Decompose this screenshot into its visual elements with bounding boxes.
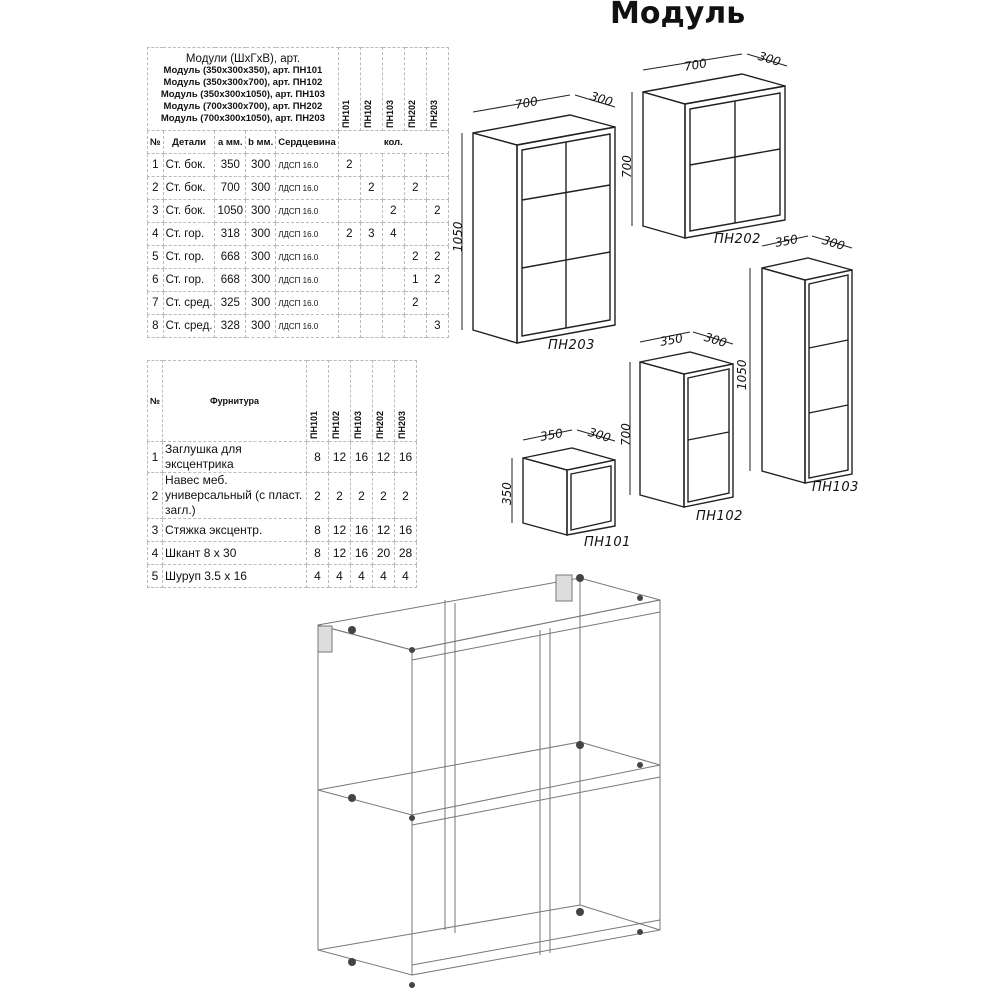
hardware-name: Навес меб. универсальный (с пласт. загл.… xyxy=(162,472,307,519)
qty-cell: 16 xyxy=(350,541,373,565)
row-no: 2 xyxy=(146,472,164,519)
pn203-label: ПН203 xyxy=(548,338,595,353)
pn203-height: 1050 xyxy=(451,221,465,252)
parts-table: Модули (ШхГхВ), арт. Модуль (350x300x350… xyxy=(147,47,449,338)
qty-cell: 16 xyxy=(350,441,373,473)
pn202-height: 700 xyxy=(620,155,634,178)
hardware-name: Шкант 8 х 30 xyxy=(162,541,307,565)
qty-cell: 20 xyxy=(372,541,395,565)
core: ЛДСП 16.0 xyxy=(275,291,339,315)
qty-cell: 4 xyxy=(306,564,329,588)
core: ЛДСП 16.0 xyxy=(275,199,339,223)
dim-a: 1050 xyxy=(214,199,247,223)
pn102-height: 700 xyxy=(619,423,633,446)
dim-b: 300 xyxy=(245,176,277,200)
part-name: Ст. сред. xyxy=(162,291,216,315)
qty-cell: 2 xyxy=(394,472,417,519)
dim-a: 350 xyxy=(214,153,247,177)
dim-b: 300 xyxy=(245,153,277,177)
row-no: 5 xyxy=(146,564,164,588)
pn202-label: ПН202 xyxy=(714,232,761,247)
part-name: Ст. бок. xyxy=(162,199,216,223)
header-line: Модуль (700x300x700), арт. ПН202 xyxy=(163,101,323,112)
header-line: Модуль (700x300x1050), арт. ПН203 xyxy=(160,113,325,124)
pn202-drawing xyxy=(631,53,788,239)
pn103-label: ПН103 xyxy=(812,480,859,495)
dim-a: 318 xyxy=(214,222,247,246)
fasteners xyxy=(348,574,643,988)
col-core: Сердцевина xyxy=(275,130,339,154)
col-qty: кол. xyxy=(337,130,449,154)
qty-cell: 3 xyxy=(425,314,449,338)
hardware-name: Стяжка эксцентр. xyxy=(162,518,307,542)
dim-b: 300 xyxy=(245,245,277,269)
pn203-drawing xyxy=(461,94,616,344)
hardware-name: Шуруп 3.5 х 16 xyxy=(162,564,307,588)
pn102-label: ПН102 xyxy=(696,509,743,524)
part-name: Ст. гор. xyxy=(162,268,216,292)
dim-a: 668 xyxy=(214,245,247,269)
core: ЛДСП 16.0 xyxy=(275,245,339,269)
core: ЛДСП 16.0 xyxy=(275,268,339,292)
part-name: Ст. бок. xyxy=(162,153,216,177)
part-name: Ст. сред. xyxy=(162,314,216,338)
dim-b: 300 xyxy=(245,314,277,338)
dim-b: 300 xyxy=(245,222,277,246)
dim-a: 700 xyxy=(214,176,247,200)
hardware-table: № Фурнитура ПН101 ПН102 ПН103 ПН202 ПН20… xyxy=(146,360,417,588)
col-part: Детали xyxy=(162,130,216,154)
parts-table-header: Модули (ШхГхВ), арт. Модуль (350x300x350… xyxy=(147,47,339,131)
pn103-drawing xyxy=(749,235,853,484)
qty-cell: 4 xyxy=(394,564,417,588)
page-title: Модуль xyxy=(610,0,746,31)
col-a: а мм. xyxy=(214,130,247,154)
header-line: Модули (ШхГхВ), арт. xyxy=(185,53,300,65)
header-line: Модуль (350x300x700), арт. ПН102 xyxy=(163,77,323,88)
header-line: Модуль (350x300x350), арт. ПН101 xyxy=(163,65,323,76)
part-name: Ст. гор. xyxy=(162,222,216,246)
header-line: Модуль (350x300x1050), арт. ПН103 xyxy=(160,89,325,100)
pn101-height: 350 xyxy=(500,482,514,505)
dim-b: 300 xyxy=(245,291,277,315)
assembly-wireframe xyxy=(317,574,661,976)
pn103-height: 1050 xyxy=(735,359,749,390)
dim-a: 328 xyxy=(214,314,247,338)
pn102-drawing xyxy=(629,331,734,508)
pn101-drawing xyxy=(511,429,616,536)
pn101-label: ПН101 xyxy=(584,535,631,550)
